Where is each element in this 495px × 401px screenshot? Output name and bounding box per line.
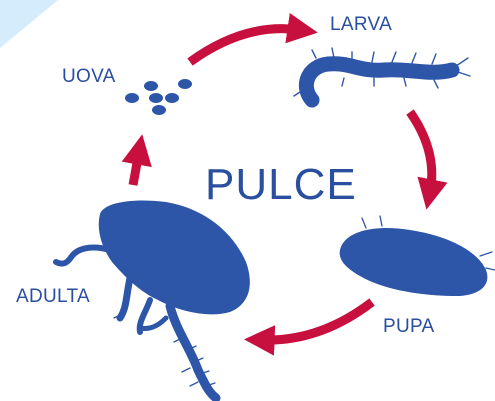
diagram-title: PULCE (205, 160, 357, 210)
larva-icon (294, 48, 470, 100)
pupa-icon (340, 216, 495, 296)
egg-cluster-icon (125, 79, 192, 115)
stage-label-egg: UOVA (62, 66, 116, 88)
stage-label-pupa: PUPA (383, 316, 435, 338)
arrow-egg-to-larva (190, 29, 300, 62)
arrow-adult-to-egg (133, 152, 139, 185)
corner-accent (0, 0, 58, 48)
stage-label-larva: LARVA (330, 14, 392, 36)
stage-label-adult: ADULTA (16, 286, 90, 308)
arrow-larva-to-pupa (410, 112, 432, 192)
arrow-pupa-to-adult (262, 302, 372, 340)
